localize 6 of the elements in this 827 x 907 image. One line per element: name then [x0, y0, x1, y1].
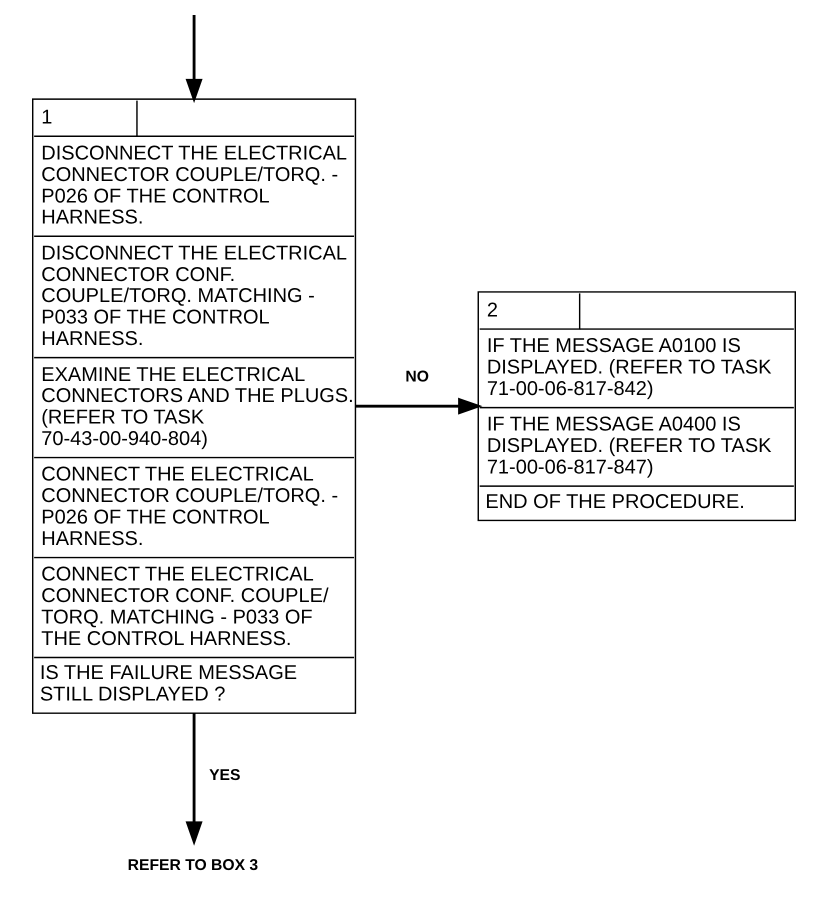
arrow — [355, 398, 482, 415]
node-text: REFER TO BOX 3 — [127, 857, 258, 874]
arrow — [185, 14, 202, 104]
arrow — [185, 713, 202, 846]
edge-label: YES — [208, 767, 240, 784]
edge-label: NO — [404, 368, 428, 386]
